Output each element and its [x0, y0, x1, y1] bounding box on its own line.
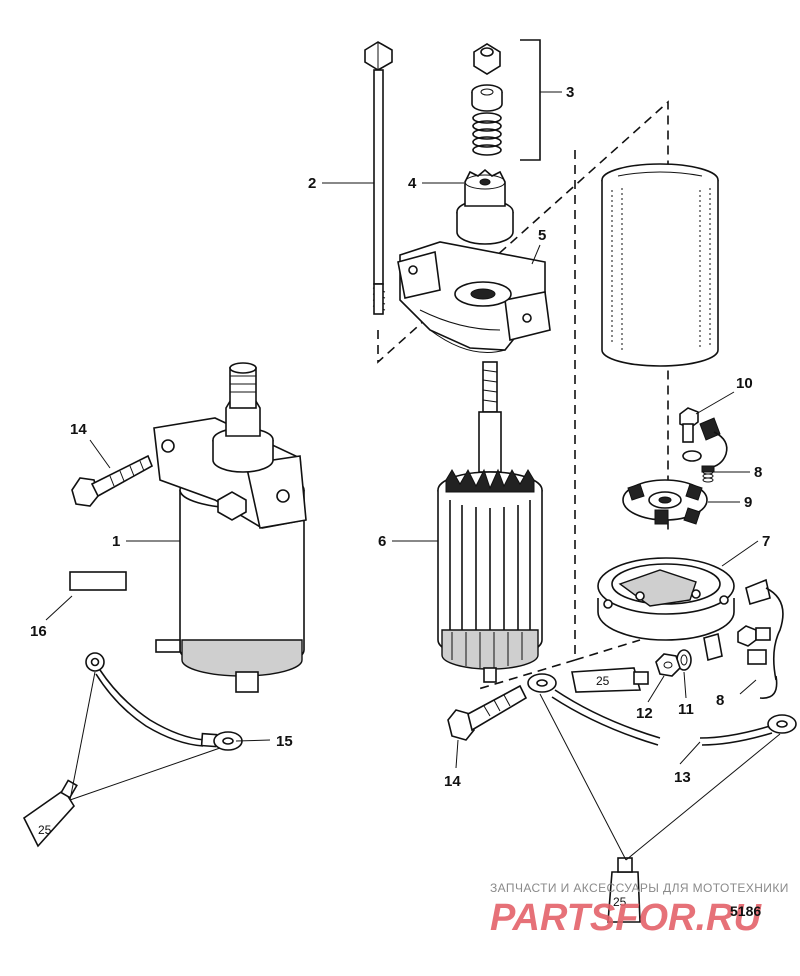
callout-10: 10: [736, 375, 753, 392]
mounting-bolt-left: [71, 454, 154, 507]
commutator-end-cap: [597, 557, 735, 641]
callout-16: 16: [30, 623, 47, 640]
decal-label: [69, 571, 127, 591]
watermark: ЗАПЧАСТИ И АКСЕССУАРЫ ДЛЯ МОТОТЕХНИКИ PA…: [490, 881, 789, 939]
ground-lead-left: [85, 652, 243, 751]
drive-pinion: [456, 168, 514, 245]
brush-holder-plate: [622, 479, 708, 525]
lubricant-tube-left: 25: [22, 779, 78, 848]
lubricant-tube-bottom: 25: [607, 857, 641, 923]
terminal-screw: [679, 407, 728, 469]
application-lines: [69, 671, 781, 861]
watermark-caption: ЗАПЧАСТИ И АКСЕССУАРЫ ДЛЯ МОТОТЕХНИКИ: [490, 881, 789, 895]
starter-motor-assembly: [153, 362, 307, 693]
callout-9: 9: [744, 494, 752, 511]
mounting-bolt-lower: [447, 684, 528, 741]
tube-bottom-label: 25: [613, 895, 627, 909]
callout-12: 12: [636, 705, 653, 722]
callout-numbers: 1 2 3 4 5 6 7 8 8 9 10 11 12 13 14 14 15…: [30, 84, 770, 790]
lock-washer: [676, 649, 692, 671]
item-3-bracket: [520, 39, 541, 161]
field-frame-sleeve: [601, 163, 719, 367]
callout-11: 11: [678, 701, 694, 718]
lubricant-tube-center: 25: [571, 667, 649, 693]
through-bolt: [364, 41, 393, 315]
tube-center-label: 25: [596, 674, 610, 688]
drive-end-bracket: [397, 241, 551, 353]
callout-3: 3: [566, 84, 574, 101]
callout-8-upper: 8: [754, 464, 762, 481]
callout-15: 15: [276, 733, 293, 750]
watermark-logo: PARTSFOR.RU: [490, 897, 762, 939]
callout-8-lower: 8: [716, 692, 724, 709]
ground-lead-right: [527, 673, 797, 746]
callout-14-left: 14: [70, 421, 87, 438]
leader-lines: [45, 91, 759, 769]
figure-number: 5186: [730, 903, 761, 919]
callout-7: 7: [762, 533, 770, 550]
callout-2: 2: [308, 175, 316, 192]
pinion-hardware-stack: [471, 43, 503, 156]
callout-14-lower: 14: [444, 773, 461, 790]
armature: [437, 361, 543, 683]
callout-6: 6: [378, 533, 386, 550]
callout-5: 5: [538, 227, 546, 244]
tube-left-label: 25: [38, 823, 52, 837]
brush-lead-right: [703, 578, 784, 699]
callout-4: 4: [408, 175, 417, 192]
callout-1: 1: [112, 533, 120, 550]
brush-spring-upper: [701, 465, 715, 483]
hex-nut: [655, 653, 681, 677]
callout-13: 13: [674, 769, 691, 786]
